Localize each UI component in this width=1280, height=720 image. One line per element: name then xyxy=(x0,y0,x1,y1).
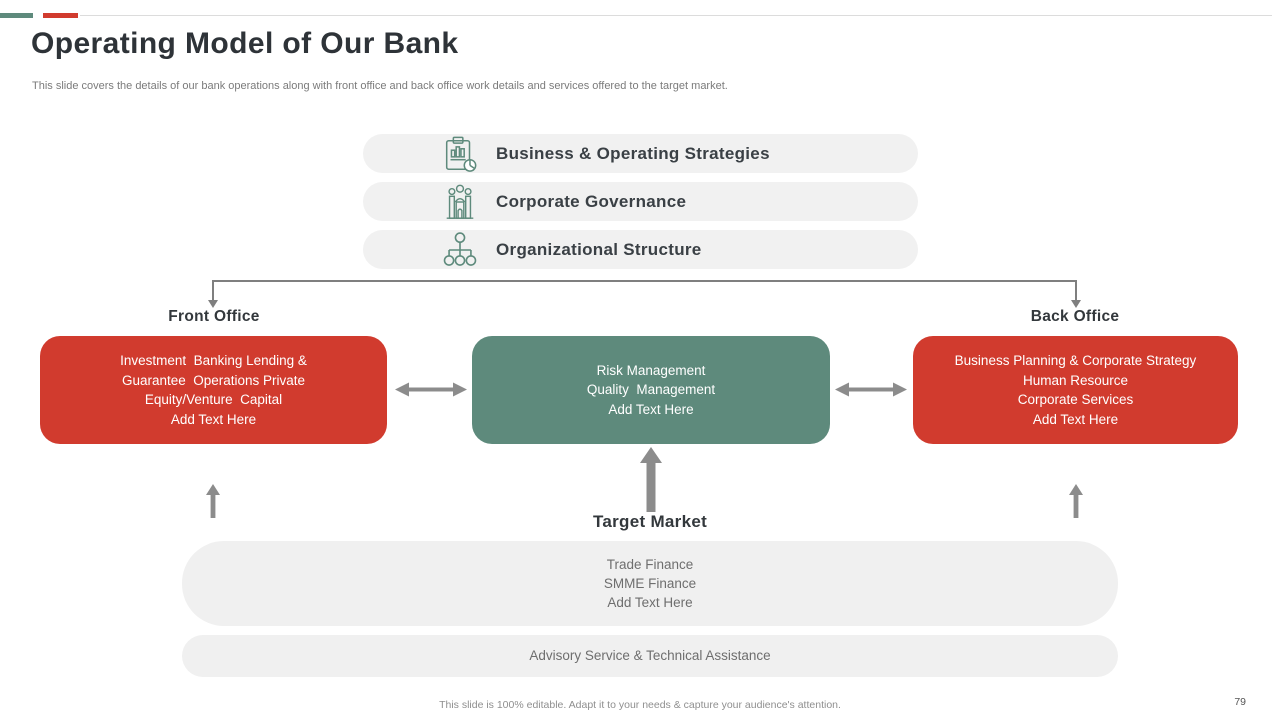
page-subtitle: This slide covers the details of our ban… xyxy=(32,80,728,92)
box-text-line: Add Text Here xyxy=(608,401,694,417)
up-arrow-icon xyxy=(206,484,220,518)
strategy-pill-label: Business & Operating Strategies xyxy=(496,143,770,163)
risk-management-box[interactable]: Risk Management Quality Management Add T… xyxy=(472,336,830,444)
box-text-line: Corporate Services xyxy=(1017,392,1134,407)
box-text-line: Investment Banking Lending & xyxy=(120,353,307,368)
accent-dash-red xyxy=(43,13,78,18)
box-text-line: Quality Management xyxy=(586,382,716,398)
target-market-segments-pill[interactable]: Trade Finance SMME Finance Add Text Here xyxy=(182,541,1118,626)
advisory-label: Advisory Service & Technical Assistance xyxy=(529,648,771,664)
bracket-connector-drop-left xyxy=(212,280,214,301)
bracket-connector-drop-right xyxy=(1075,280,1077,301)
down-arrowhead-right xyxy=(1071,300,1081,308)
bracket-connector-line xyxy=(213,280,1077,282)
advisory-service-pill[interactable]: Advisory Service & Technical Assistance xyxy=(182,635,1118,677)
market-segment: Add Text Here xyxy=(607,595,693,611)
double-arrow-icon xyxy=(395,379,467,400)
box-text-line: Add Text Here xyxy=(1032,411,1119,427)
back-office-box[interactable]: Business Planning & Corporate Strategy H… xyxy=(913,336,1238,444)
target-market-label: Target Market xyxy=(592,512,708,531)
strategy-pill-label: Organizational Structure xyxy=(496,239,702,259)
footer-note: This slide is 100% editable. Adapt it to… xyxy=(439,699,841,711)
market-segment: SMME Finance xyxy=(603,575,697,591)
back-office-label: Back Office xyxy=(1030,308,1120,325)
strategy-pill-corporate-governance[interactable]: Corporate Governance xyxy=(363,182,918,221)
box-text-line: Risk Management xyxy=(596,362,706,378)
up-arrow-icon xyxy=(640,447,662,512)
page-number: 79 xyxy=(1234,696,1246,708)
box-text-line: Guarantee Operations Private xyxy=(121,372,306,388)
box-text-line: Add Text Here xyxy=(170,411,257,427)
bank-people-icon xyxy=(441,183,479,221)
up-arrow-icon xyxy=(1069,484,1083,518)
down-arrowhead-left xyxy=(208,300,218,308)
header-divider xyxy=(80,15,1272,16)
org-chart-icon xyxy=(441,231,479,269)
box-text-line: Business Planning & Corporate Strategy xyxy=(954,353,1197,368)
page-title: Operating Model of Our Bank xyxy=(31,27,459,60)
double-arrow-icon xyxy=(835,379,907,400)
accent-dash-teal xyxy=(0,13,33,18)
strategy-pill-label: Corporate Governance xyxy=(496,191,687,211)
front-office-label: Front Office xyxy=(168,308,260,325)
strategy-pill-business-operating[interactable]: Business & Operating Strategies xyxy=(363,134,918,173)
box-text-line: Human Resource xyxy=(1022,372,1129,388)
box-text-line: Equity/Venture Capital xyxy=(144,392,283,407)
market-segment: Trade Finance xyxy=(606,556,694,572)
strategy-pill-organizational-structure[interactable]: Organizational Structure xyxy=(363,230,918,269)
clipboard-chart-icon xyxy=(441,135,479,173)
front-office-box[interactable]: Investment Banking Lending & Guarantee O… xyxy=(40,336,387,444)
